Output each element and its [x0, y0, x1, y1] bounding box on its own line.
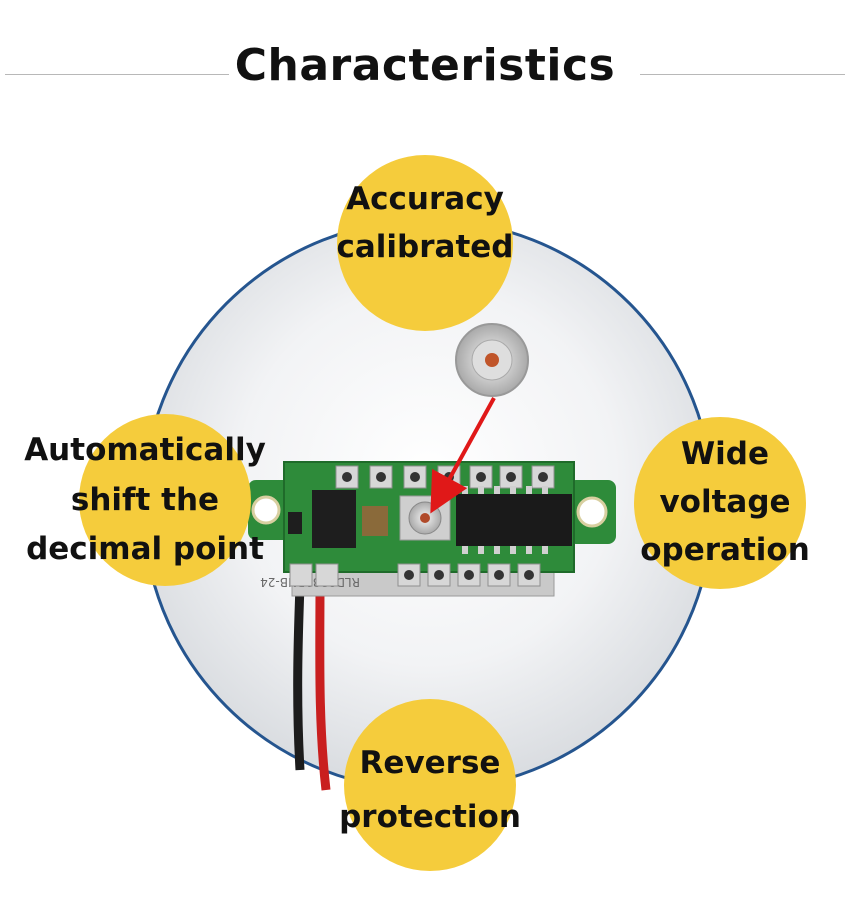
- potentiometer-zoom: [455, 323, 529, 397]
- badge-left: [79, 414, 251, 586]
- arrow: [430, 397, 496, 514]
- wires: [293, 584, 331, 791]
- title-rule-right: [640, 74, 845, 75]
- title-rule-left: [5, 74, 255, 75]
- badge-top: [337, 155, 513, 331]
- feature-wide-voltage: Wide voltage operation: [640, 436, 810, 569]
- feature-accuracy: Accuracy calibrated: [336, 181, 514, 266]
- feature-decimal-point: Automatically shift the decimal point: [24, 432, 266, 568]
- badge-bottom: [344, 699, 516, 871]
- badge-right: [634, 417, 806, 589]
- feature-reverse-protection: Reverse protection: [339, 745, 521, 836]
- pcb-module: RLD2381BNB-24: [248, 461, 616, 597]
- page-title: Characteristics: [0, 40, 850, 91]
